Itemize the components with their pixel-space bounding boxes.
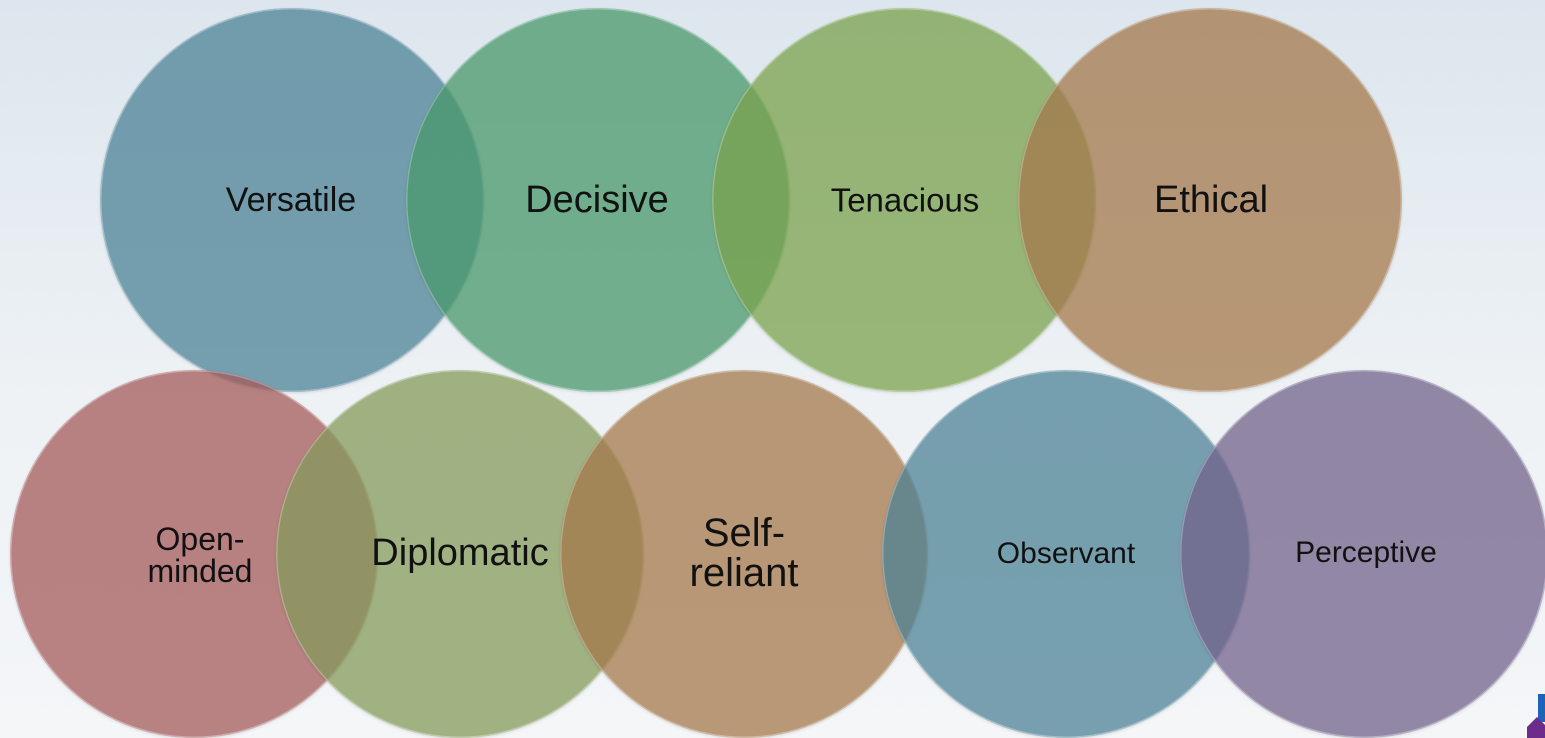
- logo-mark-icon: [1527, 694, 1545, 738]
- label-decisive: Decisive: [525, 179, 669, 221]
- circle-perceptive: [1180, 370, 1545, 738]
- label-observant: Observant: [996, 537, 1136, 570]
- label-diplomatic: Diplomatic: [371, 532, 549, 574]
- label-open-minded: Open- minded: [147, 521, 253, 589]
- label-perceptive: Perceptive: [1295, 536, 1437, 569]
- label-self-reliant: Self- reliant: [689, 511, 799, 595]
- label-ethical: Ethical: [1153, 179, 1269, 221]
- label-tenacious: Tenacious: [830, 181, 980, 219]
- label-versatile: Versatile: [225, 181, 357, 219]
- circle-self-reliant: [560, 370, 928, 738]
- circle-ethical: [1018, 8, 1402, 392]
